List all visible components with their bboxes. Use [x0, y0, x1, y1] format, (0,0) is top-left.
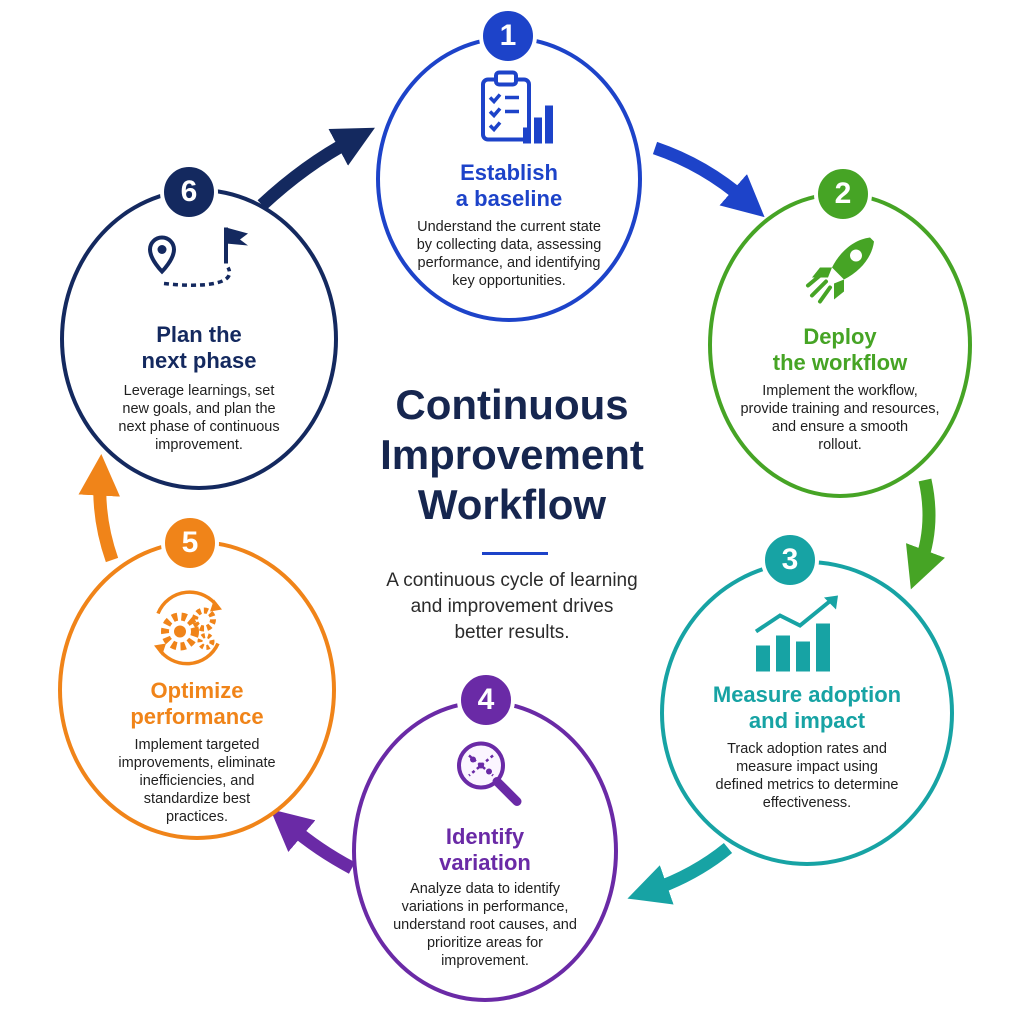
- step-4: Identify variation Analyze data to ident…: [352, 700, 618, 1002]
- arrow-1-to-2: [652, 141, 765, 218]
- arrow-3-to-4: [627, 842, 733, 905]
- clipboard-chart-icon: [471, 68, 555, 157]
- arrow-2-to-3: [905, 478, 945, 590]
- step-description: Implement the workflow, provide training…: [740, 383, 940, 453]
- step-title: Establish a baseline: [455, 160, 563, 211]
- step-title: Optimize performance: [130, 678, 264, 729]
- step-number-badge: 3: [761, 531, 819, 589]
- gears-cycle-icon: [140, 586, 236, 675]
- arrow-5-to-6: [78, 454, 120, 563]
- step-2: Deploy the workflow Implement the workfl…: [708, 192, 972, 498]
- step-number-badge: 5: [161, 514, 219, 572]
- arrow-4-to-5: [270, 809, 356, 874]
- step-description: Leverage learnings, set new goals, and p…: [118, 383, 280, 453]
- step-description: Analyze data to identify variations in p…: [393, 881, 577, 969]
- step-description: Track adoption rates and measure impact …: [715, 741, 899, 811]
- rocket-icon: [804, 230, 884, 315]
- growth-chart-icon: [750, 592, 846, 681]
- step-1: Establish a baseline Understand the curr…: [376, 36, 642, 322]
- route-flag-icon: [128, 222, 248, 307]
- step-number-badge: 1: [479, 7, 537, 65]
- step-title: Measure adoption and impact: [712, 682, 902, 733]
- diagram-title: Continuous Improvement Workflow: [380, 381, 644, 528]
- step-3: Measure adoption and impact Track adopti…: [660, 560, 954, 866]
- step-6: Plan the next phase Leverage learnings, …: [60, 188, 338, 490]
- diagram-subtitle: A continuous cycle of learning and impro…: [386, 570, 638, 643]
- step-title: Identify variation: [439, 824, 531, 875]
- step-title: Deploy the workflow: [772, 324, 908, 375]
- step-title: Plan the next phase: [141, 322, 257, 373]
- step-description: Understand the current state by collecti…: [416, 219, 602, 289]
- step-number-badge: 4: [457, 671, 515, 729]
- arrow-6-to-1: [257, 127, 375, 210]
- step-5: Optimize performance Implement targeted …: [58, 540, 336, 840]
- step-number-badge: 2: [814, 165, 872, 223]
- step-description: Implement targeted improvements, elimina…: [118, 737, 276, 825]
- step-number-badge: 6: [160, 163, 218, 221]
- magnifier-icon: [449, 734, 529, 819]
- title-divider: [482, 552, 548, 555]
